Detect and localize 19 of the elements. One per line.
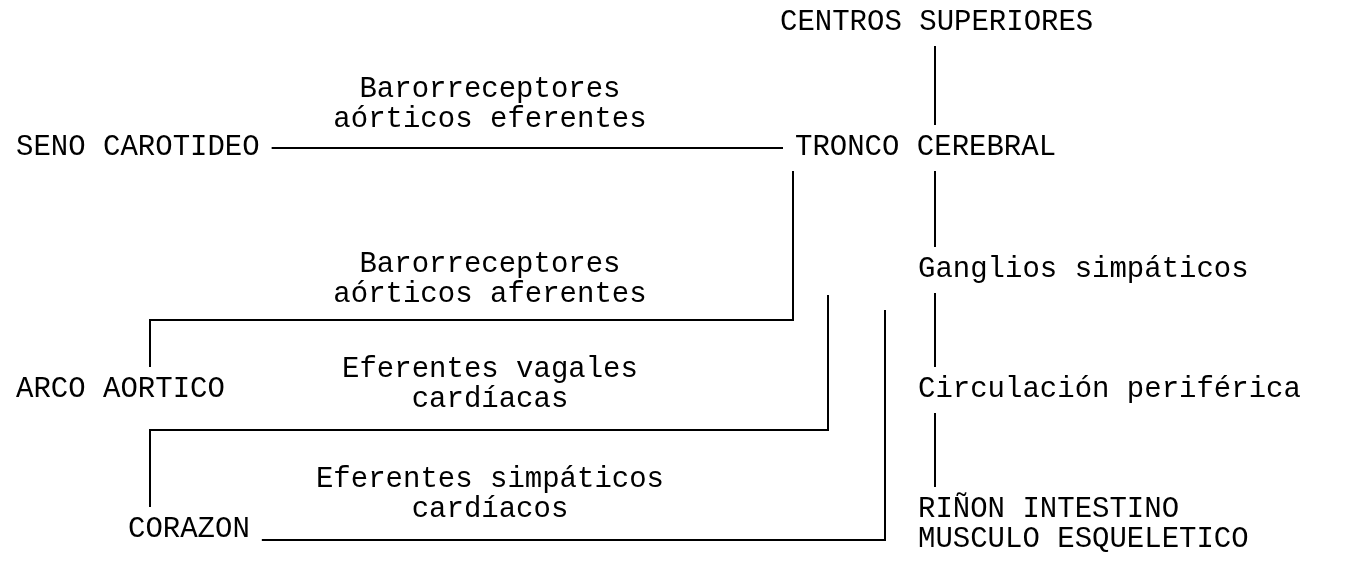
connector-line [934, 412, 936, 488]
edge-label: Eferentes vagales cardíacas [341, 355, 639, 415]
connector-line [270, 147, 784, 149]
node-label: CORAZON [128, 515, 250, 545]
connector-line [260, 309, 886, 541]
connector-line [934, 292, 936, 368]
edge-label: Barorreceptores aórticos aferentes [332, 250, 648, 310]
connector-line [934, 170, 936, 248]
node-label: CENTROS SUPERIORES [780, 8, 1094, 38]
edge-label: Eferentes simpáticos cardíacos [314, 465, 666, 525]
node-label: TRONCO CEREBRAL [795, 133, 1057, 163]
node-label: SENO CAROTIDEO [16, 133, 260, 163]
node-label: ARCO AORTICO [16, 375, 225, 405]
connector-line [934, 45, 936, 126]
connector-line [149, 294, 829, 508]
node-label: Circulación periférica [918, 375, 1301, 405]
edge-label: Barorreceptores aórticos eferentes [332, 75, 648, 135]
node-label: Ganglios simpáticos [918, 255, 1249, 285]
connector-line [149, 170, 794, 368]
